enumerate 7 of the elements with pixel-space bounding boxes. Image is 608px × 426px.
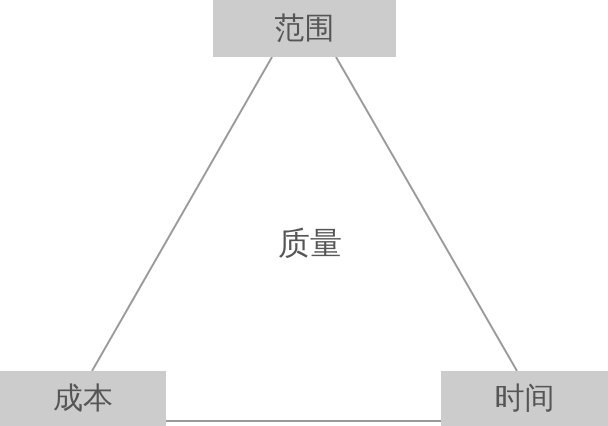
label-box: 范围 xyxy=(213,0,396,57)
connector-line xyxy=(335,56,518,372)
label-box: 时间 xyxy=(441,371,608,426)
label-box: 成本 xyxy=(0,371,166,426)
connector-line xyxy=(166,420,441,422)
center-label: 质量 xyxy=(278,223,342,264)
connector-line xyxy=(91,56,273,372)
